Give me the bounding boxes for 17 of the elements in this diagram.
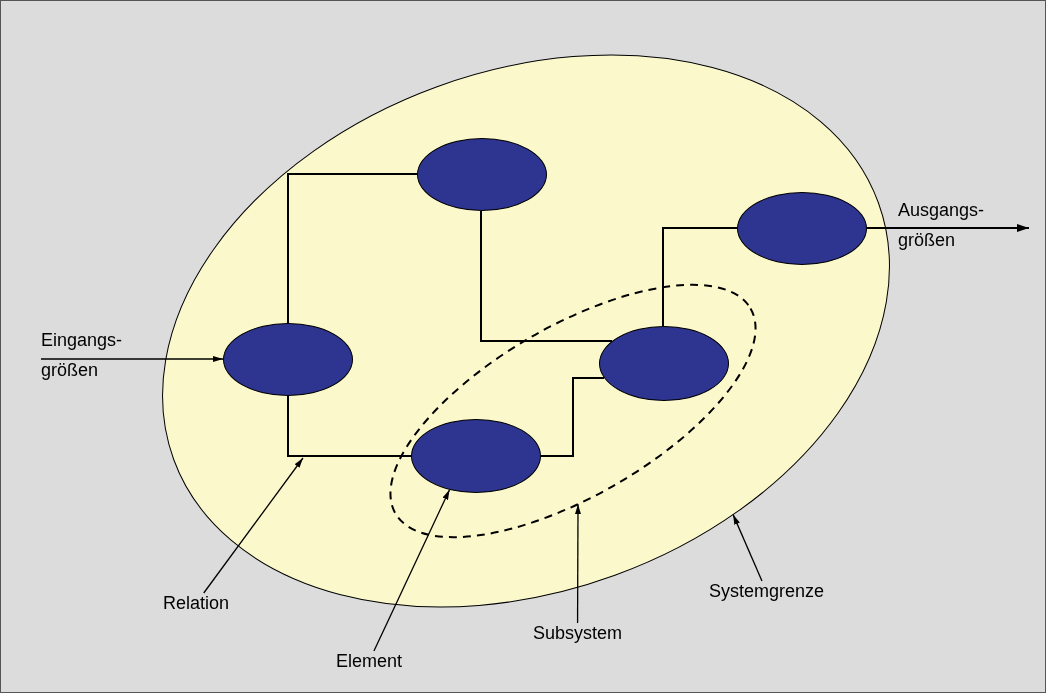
leader-line xyxy=(575,503,581,624)
leader-line xyxy=(40,356,224,362)
leader-line xyxy=(203,457,304,594)
connector-line xyxy=(540,377,606,457)
callout-label: Relation xyxy=(163,593,230,614)
callout-label: Systemgrenze xyxy=(709,581,825,602)
leader-line xyxy=(373,489,451,652)
connector-line xyxy=(866,224,1030,232)
leader-line xyxy=(732,514,763,582)
io-label: Eingangs- größen xyxy=(41,325,141,385)
connector-line xyxy=(662,227,738,327)
callout-label: Element xyxy=(336,651,403,672)
connector-line xyxy=(287,395,412,457)
connector-line xyxy=(480,210,613,342)
io-label: Ausgangs- größen xyxy=(898,195,1038,255)
connector-line xyxy=(287,173,418,324)
callout-label: Subsystem xyxy=(533,623,623,644)
